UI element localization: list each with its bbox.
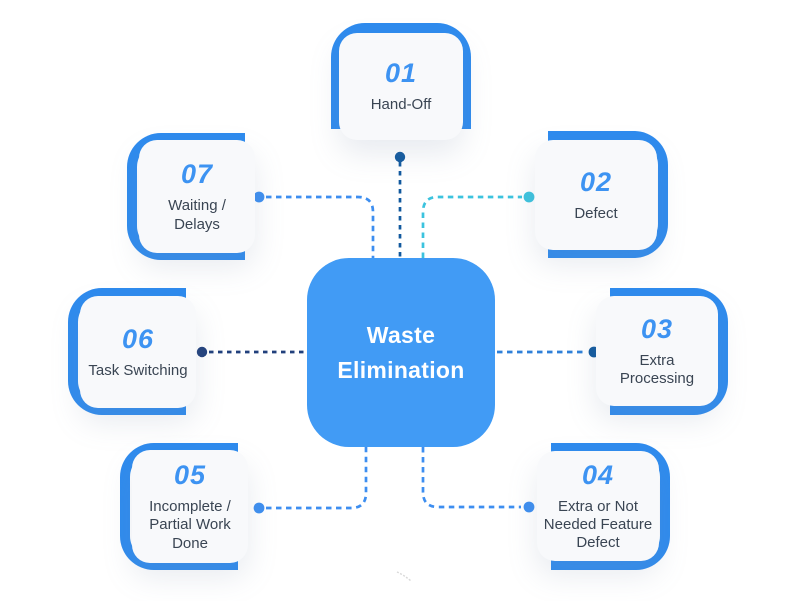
connector-05-dot (253, 502, 265, 514)
connector-05 (266, 447, 368, 510)
node-03-card: 03 Extra Processing (596, 296, 718, 406)
node-01-hand-off: 01 Hand-Off (331, 23, 471, 141)
connector-06-dot (196, 346, 208, 358)
node-02-bracket (548, 131, 668, 258)
node-03-extra-processing: 03 Extra Processing (596, 288, 730, 416)
connector-04 (421, 447, 521, 509)
node-01-card: 01 Hand-Off (339, 33, 463, 140)
node-04-card: 04 Extra or Not Needed Feature Defect (537, 451, 659, 561)
connector-07-dot (253, 191, 265, 203)
node-01-number: 01 (384, 58, 418, 89)
node-05-bracket (120, 443, 238, 570)
node-06-task-switching: 06 Task Switching (68, 288, 198, 416)
node-02-number: 02 (579, 166, 613, 197)
smudge-mark (396, 571, 412, 582)
node-03-number: 03 (640, 313, 674, 344)
connector-02 (421, 195, 522, 258)
node-04-label: Extra or Not Needed Feature Defect (543, 497, 653, 552)
node-02-card: 02 Defect (535, 140, 657, 250)
node-05-number: 05 (173, 460, 207, 491)
node-05-label: Incomplete / Partial Work Done (149, 498, 231, 552)
connector-01-dot (394, 151, 406, 163)
center-node-title: Waste Elimination (337, 322, 465, 383)
connector-07 (266, 195, 375, 258)
node-01-label: Hand-Off (370, 96, 432, 114)
node-07-number: 07 (180, 159, 214, 190)
node-06-label: Task Switching (88, 361, 188, 379)
node-07-waiting-delays: 07 Waiting / Delays (127, 133, 257, 261)
node-04-extra-feature-defect: 04 Extra or Not Needed Feature Defect (537, 443, 671, 571)
node-03-bracket (610, 288, 728, 415)
node-05-card: 05 Incomplete / Partial Work Done (132, 450, 248, 563)
node-04-number: 04 (581, 459, 615, 490)
center-node-waste-elimination: Waste Elimination (307, 258, 495, 447)
node-02-defect: 02 Defect (535, 131, 669, 259)
node-07-bracket (127, 133, 245, 260)
node-07-label: Waiting / Delays (168, 197, 226, 233)
node-03-label: Extra Processing (619, 351, 695, 387)
node-04-bracket (551, 443, 670, 570)
connector-02-dot (523, 191, 535, 203)
node-07-card: 07 Waiting / Delays (139, 140, 255, 253)
node-06-number: 06 (121, 323, 155, 354)
node-01-bracket (331, 23, 471, 129)
node-02-label: Defect (574, 204, 618, 222)
connector-04-dot (523, 501, 535, 513)
node-06-bracket (68, 288, 186, 415)
node-05-incomplete-work: 05 Incomplete / Partial Work Done (120, 443, 250, 571)
node-06-card: 06 Task Switching (80, 296, 196, 408)
